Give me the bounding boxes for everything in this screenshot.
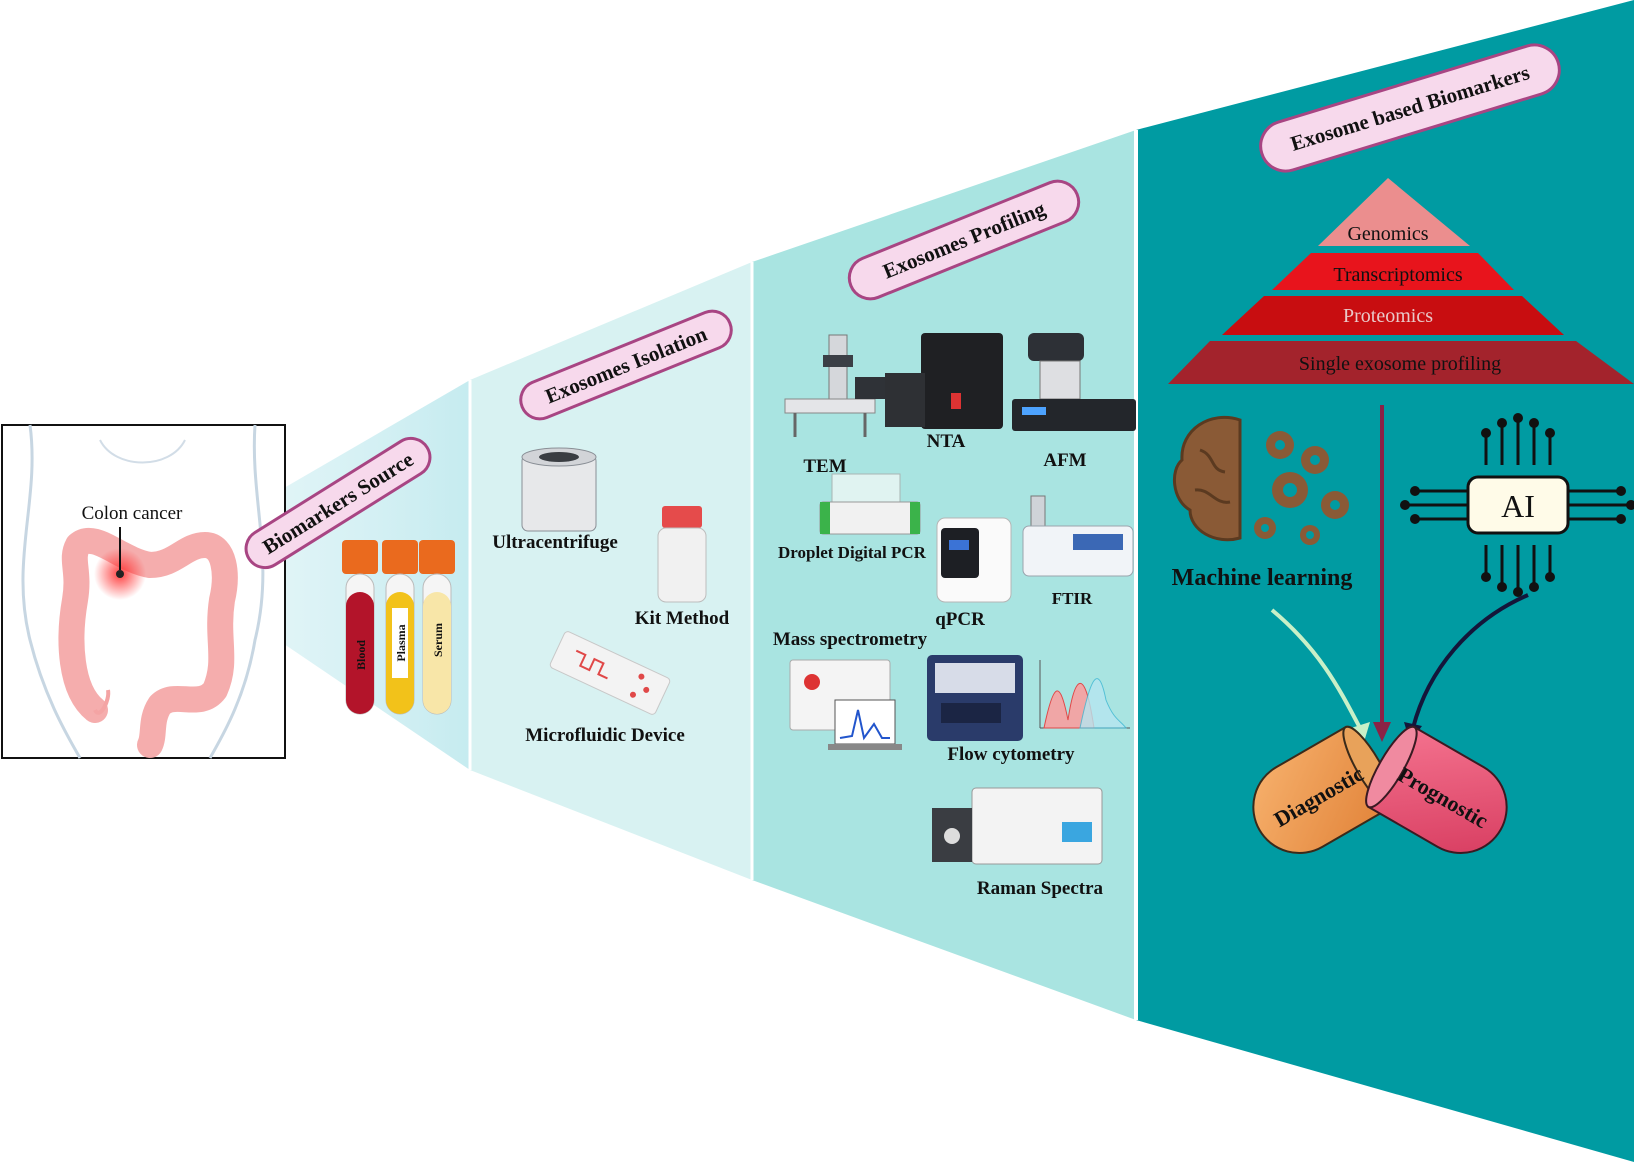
raman-spectrometer-icon: [932, 787, 1103, 865]
svg-text:Genomics: Genomics: [1347, 223, 1428, 245]
centrifuge-icon: [521, 447, 597, 532]
pyramid-tier-single-exosome: [1168, 341, 1634, 384]
label-nta: NTA: [927, 431, 966, 452]
blood-tubes: Blood Plasma Serum: [342, 540, 455, 715]
label-microfluidic-device: Microfluidic Device: [525, 725, 685, 746]
colon-illustration: Colon cancer: [1, 424, 286, 759]
colon-icon: [58, 527, 238, 758]
ftir-instrument-icon: [1022, 495, 1134, 577]
arrows: [1270, 405, 1529, 742]
tube-icon: Serum: [419, 540, 455, 715]
svg-text:Single exosome profiling: Single exosome profiling: [1299, 353, 1501, 375]
histogram-chart-icon: [1039, 660, 1130, 729]
qpcr-instrument-icon: [936, 517, 1012, 603]
mass-spectrometer-icon: [789, 659, 902, 750]
pyramid-tier-genomics: [1318, 178, 1470, 246]
label-kit-method: Kit Method: [635, 608, 730, 629]
pyramid-tier-proteomics: [1222, 296, 1564, 335]
pyramid-tier-transcriptomics: [1272, 253, 1514, 290]
svg-text:Serum: Serum: [431, 623, 445, 657]
label-machine-learning: Machine learning: [1172, 565, 1353, 591]
svg-text:Blood: Blood: [354, 640, 368, 670]
label-afm: AFM: [1043, 450, 1086, 471]
afm-instrument-icon: [1012, 333, 1136, 431]
tube-icon: Plasma: [382, 540, 418, 715]
brain-gears-icon: [1172, 415, 1349, 545]
ai-chip-icon: AI: [1400, 413, 1634, 597]
svg-text:Plasma: Plasma: [394, 624, 408, 661]
tube-icon: Blood: [342, 540, 378, 715]
ddpcr-instrument-icon: [819, 473, 921, 535]
label-mass-spectrometry: Mass spectrometry: [773, 629, 928, 650]
bottle-icon: [657, 506, 707, 603]
tumor-marker: [116, 570, 124, 578]
nta-instrument-icon: [885, 333, 1003, 429]
capsule-icon: Diagnostic Prognostic: [1252, 725, 1508, 854]
panel-biomarkers: [1136, 0, 1634, 1162]
svg-text:AI: AI: [1501, 488, 1535, 524]
label-raman-spectra: Raman Spectra: [977, 878, 1104, 899]
label-flow-cytometry: Flow cytometry: [947, 744, 1075, 765]
svg-text:Transcriptomics: Transcriptomics: [1333, 264, 1462, 286]
label-droplet-digital-pcr: Droplet Digital PCR: [778, 543, 927, 562]
tem-microscope-icon: [784, 334, 885, 437]
label-ultracentrifuge: Ultracentrifuge: [492, 532, 618, 553]
omics-pyramid: Genomics Transcriptomics Proteomics Sing…: [1168, 178, 1634, 384]
label-tem: TEM: [803, 456, 846, 477]
colon-cancer-label: Colon cancer: [82, 503, 183, 524]
svg-text:Proteomics: Proteomics: [1343, 305, 1433, 327]
label-ftir: FTIR: [1052, 589, 1093, 608]
microfluidic-chip-icon: [549, 631, 671, 715]
label-qpcr: qPCR: [935, 609, 985, 630]
flow-cytometer-icon: [927, 655, 1023, 741]
arrow-ai-to-prognostic: [1411, 593, 1529, 729]
arrow-ml-to-diagnostic: [1270, 608, 1362, 729]
